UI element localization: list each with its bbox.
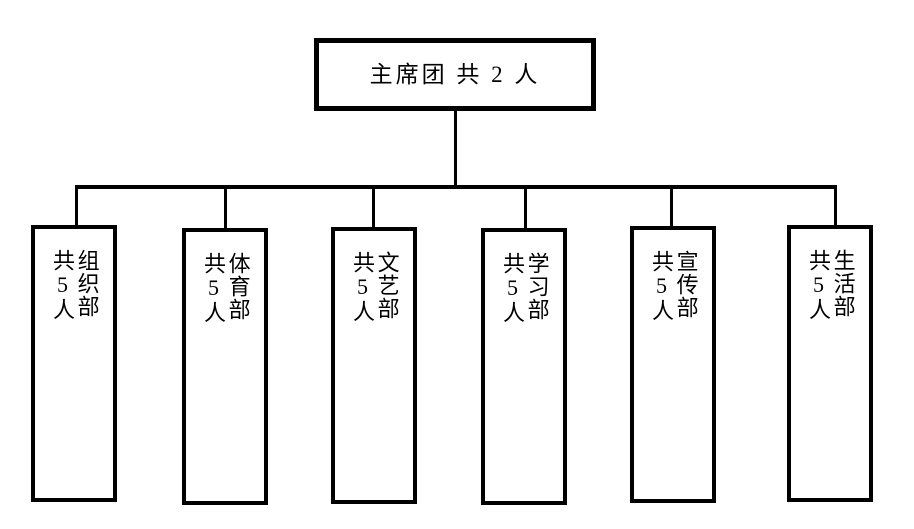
connector-drop-study-dept [524, 185, 527, 228]
root-node-presidium[interactable]: 主席团 共 2 人 [314, 38, 596, 111]
dept-node-arts[interactable]: 文艺部 共5人 [331, 227, 417, 504]
dept-node-organization[interactable]: 组织部 共5人 [31, 225, 117, 502]
dept-node-label: 学习部 共5人 [500, 252, 550, 324]
dept-node-sports[interactable]: 体育部 共5人 [182, 228, 268, 505]
dept-node-publicity[interactable]: 宣传部 共5人 [630, 226, 716, 503]
dept-node-label: 宣传部 共5人 [649, 250, 699, 322]
connector-drop-arts-dept [372, 185, 375, 227]
dept-node-label: 文艺部 共5人 [350, 251, 400, 323]
connector-drop-welfare-dept [834, 185, 837, 225]
dept-node-label: 生活部 共5人 [806, 249, 856, 321]
connector-drop-sports-dept [224, 185, 227, 228]
dept-node-label: 体育部 共5人 [201, 252, 251, 324]
connector-drop-publicity-dept [670, 185, 673, 226]
dept-node-label: 组织部 共5人 [50, 249, 100, 321]
connector-horizontal-bus [75, 185, 837, 189]
dept-node-welfare[interactable]: 生活部 共5人 [787, 225, 873, 502]
connector-drop-organization-dept [75, 185, 78, 225]
root-node-label: 主席团 共 2 人 [369, 62, 541, 87]
connector-root-stem [454, 110, 457, 188]
dept-node-study[interactable]: 学习部 共5人 [481, 228, 567, 505]
